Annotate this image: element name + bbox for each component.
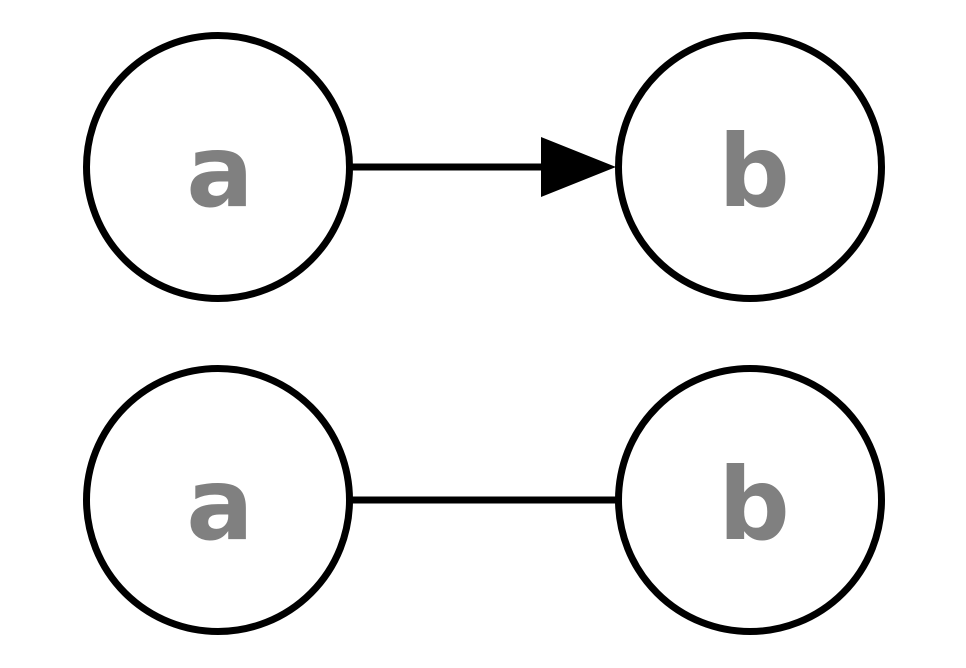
node-b-circle-top (615, 32, 885, 302)
undirected-graph-row: a b (83, 365, 885, 635)
node-a-circle-top (83, 32, 353, 302)
directed-graph-row: a b (83, 32, 885, 302)
edge-arrowhead (541, 137, 616, 197)
node-a-label-bottom: a (186, 446, 253, 563)
node-b-circle-bottom (615, 365, 885, 635)
node-a-circle-bottom (83, 365, 353, 635)
node-b-label-bottom: b (718, 446, 790, 563)
node-a-label-top: a (186, 113, 253, 230)
node-b-label-top: b (718, 113, 790, 230)
